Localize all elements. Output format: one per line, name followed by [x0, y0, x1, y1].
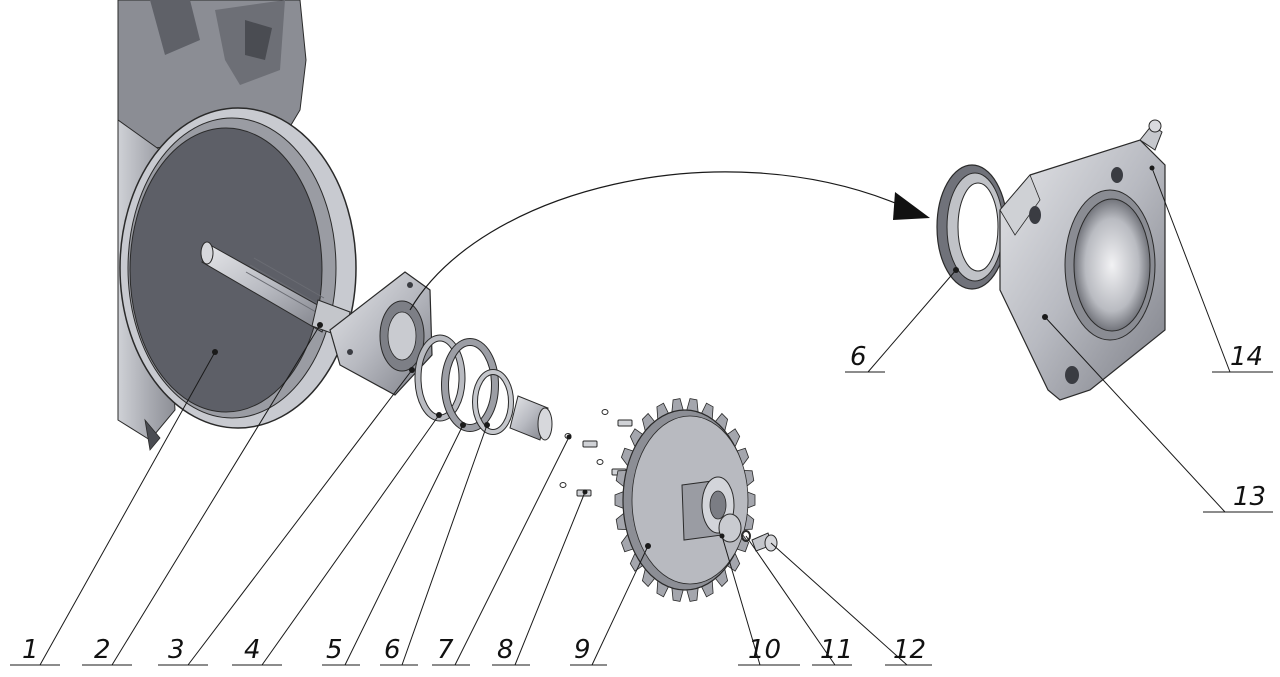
callout-1: 1 [22, 635, 39, 665]
callout-5: 5 [326, 635, 343, 665]
callout-6-detail: 6 [850, 342, 867, 372]
bushing [509, 395, 553, 441]
drum-housing [117, 0, 357, 451]
detail-seal-ring [936, 164, 1008, 290]
callout-11: 11 [820, 635, 853, 665]
callout-3: 3 [168, 635, 185, 665]
callout-4: 4 [244, 635, 261, 665]
callout-9: 9 [574, 635, 591, 665]
callout-12: 12 [893, 635, 926, 665]
leader-lines [10, 167, 1273, 666]
callout-2: 2 [94, 635, 111, 665]
detail-bearing-housing [999, 139, 1166, 401]
seal-ring-6-small [472, 369, 514, 435]
callout-10: 10 [748, 635, 781, 665]
spring-washer-11 [741, 530, 751, 542]
sprocket [614, 398, 756, 602]
callout-13: 13 [1233, 482, 1266, 512]
end-bolt-12 [751, 532, 778, 552]
callout-7: 7 [437, 635, 454, 665]
assembly-arrow [409, 171, 930, 311]
grease-nipple-14 [1139, 119, 1163, 171]
callout-8: 8 [497, 635, 514, 665]
callout-labels: 1 2 3 4 5 6 7 8 9 10 11 12 13 14 6 [22, 342, 1266, 665]
end-washer-10 [718, 513, 742, 543]
sprocket-teeth [614, 398, 756, 602]
bearing-ring-5 [441, 338, 499, 432]
callout-6: 6 [384, 635, 401, 665]
flange-housing [329, 271, 433, 396]
callout-14: 14 [1230, 342, 1263, 372]
